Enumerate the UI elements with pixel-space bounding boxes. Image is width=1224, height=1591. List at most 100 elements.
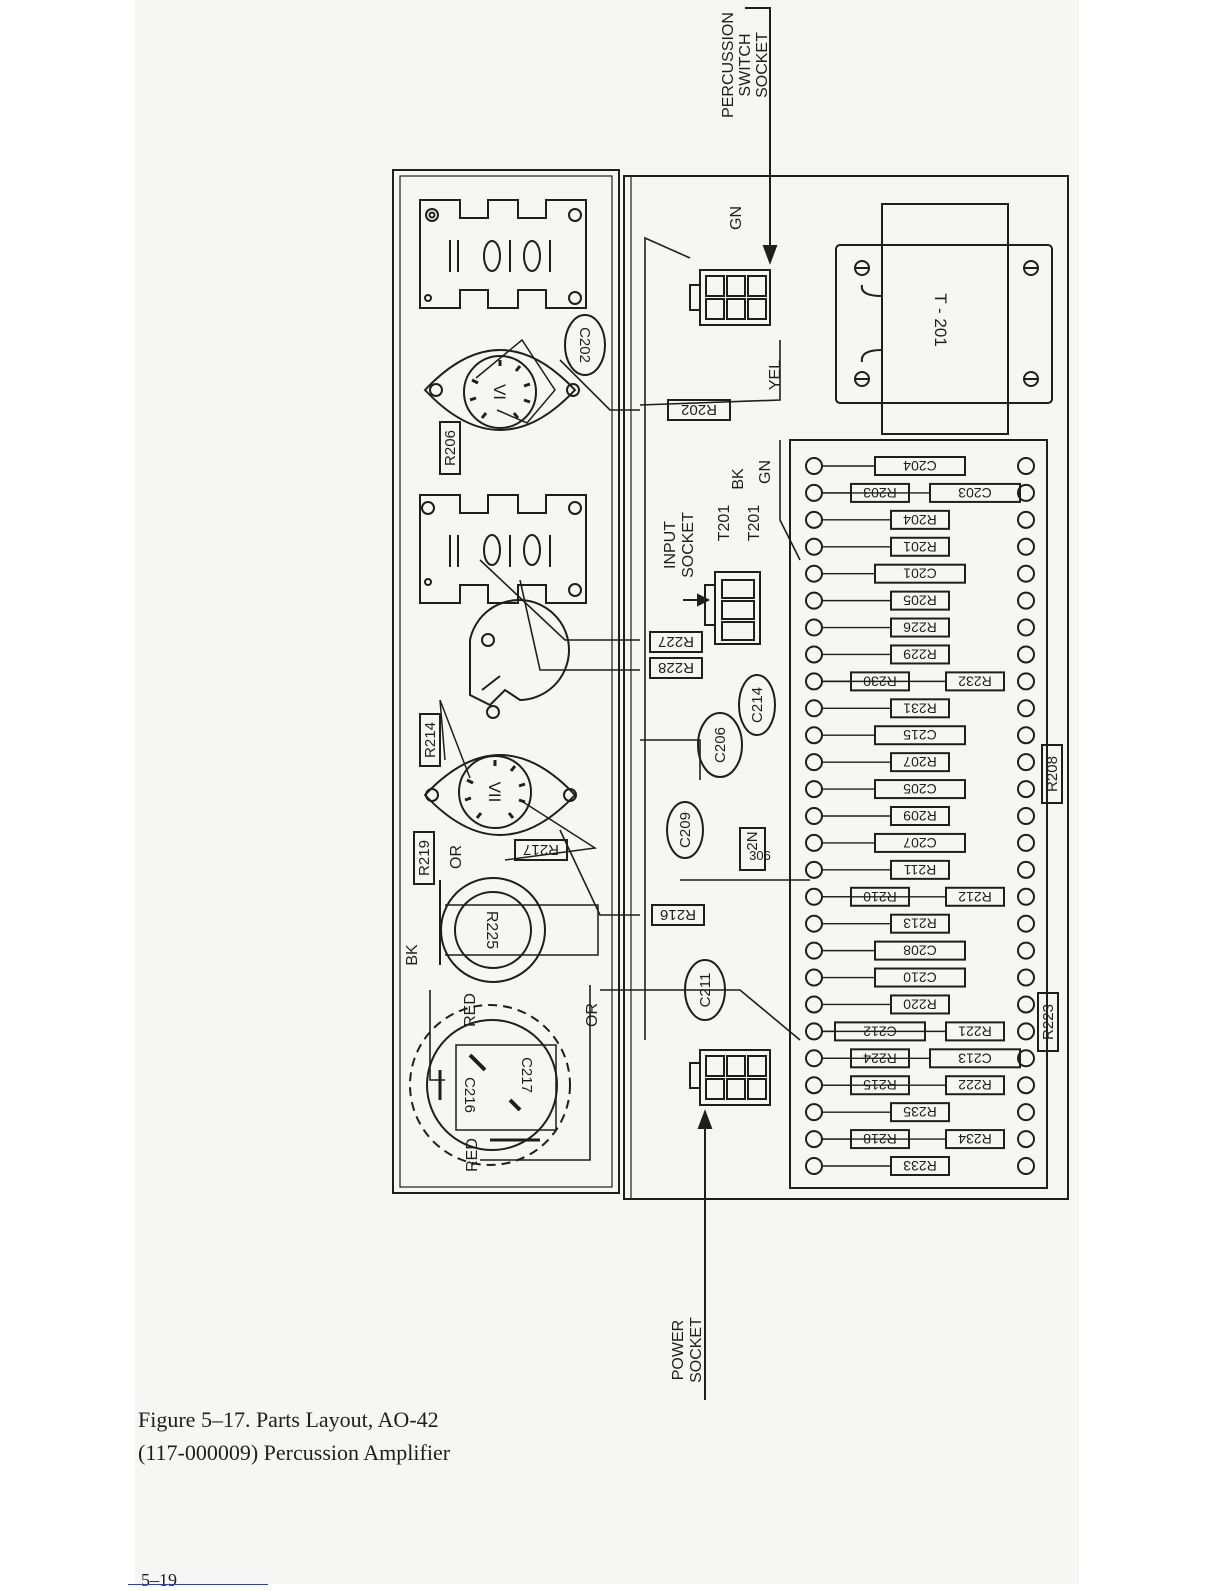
gn2-wire-label: GN	[757, 460, 774, 484]
r208-label: R208	[1044, 756, 1061, 792]
c202-label: C202	[576, 327, 593, 363]
component-label: R209	[903, 808, 937, 824]
percussion-switch-pointer	[745, 7, 771, 258]
wiring	[429, 236, 810, 1161]
c206-label: C206	[712, 727, 729, 763]
component-label: C205	[903, 781, 937, 797]
r214-label: R214	[422, 722, 439, 758]
solder-pad	[805, 860, 823, 879]
c202-box	[564, 314, 606, 376]
solder-pad	[805, 1022, 823, 1041]
solder-pad	[1017, 860, 1035, 879]
percussion-label-line3: SOCKET	[754, 32, 771, 98]
solder-pad	[1017, 618, 1035, 637]
component-label: C215	[903, 727, 937, 743]
component-label: R233	[903, 1158, 937, 1174]
solder-pad	[1017, 645, 1035, 664]
component-label: R211	[904, 862, 937, 878]
caption-line-2: (117-000009) Percussion Amplifier	[138, 1440, 451, 1465]
solder-pad	[1017, 1103, 1035, 1122]
solder-pad	[805, 1049, 823, 1068]
solder-pad	[1017, 887, 1035, 906]
t201-label: T - 201	[931, 293, 950, 347]
input-socket-connector	[704, 571, 761, 645]
r225-label: R225	[483, 911, 500, 949]
solder-pad	[805, 968, 823, 987]
r202-label: R202	[681, 401, 717, 418]
tube-socket-v2	[423, 699, 598, 861]
percussion-switch-connector	[689, 269, 771, 326]
component-label: R205	[903, 593, 937, 609]
solder-pad	[805, 1103, 823, 1122]
solder-pad	[805, 753, 823, 772]
t201-gn-label: T201	[746, 505, 763, 542]
c211-box	[684, 959, 726, 1021]
solder-pad	[805, 1130, 823, 1149]
solder-pad	[1017, 1130, 1035, 1149]
r223-box	[1037, 992, 1059, 1052]
v2-label: VII	[485, 782, 504, 803]
solder-pad	[805, 672, 823, 691]
component-label: R235	[903, 1104, 937, 1120]
solder-pad	[1017, 1157, 1035, 1175]
round-socket	[469, 599, 570, 719]
solder-pad	[805, 1076, 823, 1095]
r208-box	[1041, 744, 1063, 804]
solder-pad	[805, 699, 823, 718]
solder-pad	[805, 995, 823, 1014]
yel-wire-label: YEL	[767, 360, 784, 390]
input-label-line2: SOCKET	[680, 512, 697, 578]
solder-pad	[1017, 699, 1035, 718]
r227-box	[649, 631, 703, 653]
solder-pad	[805, 1157, 823, 1175]
solder-pad	[1017, 1076, 1035, 1095]
r214-box	[419, 713, 441, 767]
tube-socket-shield-middle	[419, 494, 587, 604]
component-label: R207	[903, 754, 937, 770]
solder-pad	[1017, 914, 1035, 933]
solder-pad	[805, 591, 823, 610]
solder-pad	[805, 564, 823, 583]
c206-box	[697, 712, 743, 778]
transistor-label-line1: 2N	[744, 831, 761, 850]
percussion-label-line2: SWITCH	[737, 33, 754, 96]
r202-box	[667, 399, 731, 421]
r217-label: R217	[523, 841, 559, 858]
component-label: R204	[903, 512, 937, 528]
r206-box	[439, 421, 461, 475]
component-board	[789, 439, 1048, 1189]
tube-socket-shield-top	[419, 199, 587, 309]
component-label: R201	[903, 539, 937, 555]
capacitor-can-c216-c217	[409, 1004, 571, 1166]
solder-pad	[1017, 807, 1035, 825]
component-label: C201	[903, 566, 937, 582]
scan-paper	[135, 0, 1079, 1584]
solder-pad	[805, 941, 823, 960]
percussion-switch-arrowhead	[762, 245, 778, 265]
left-chassis-inner	[399, 175, 613, 1188]
transistor-box	[739, 827, 766, 871]
component-label: R229	[903, 646, 937, 662]
power-socket-connector	[689, 1049, 771, 1106]
solder-pad	[1017, 968, 1035, 987]
caption-line-1: Figure 5–17. Parts Layout, AO-42	[138, 1407, 439, 1432]
r228-label: R228	[658, 659, 694, 676]
r225-potentiometer	[439, 877, 599, 983]
page-number: 5–19	[141, 1570, 177, 1590]
or-wire-label: OR	[448, 845, 465, 869]
input-label-line1: INPUT	[662, 521, 679, 569]
solder-pad	[1017, 941, 1035, 960]
component-label: R226	[903, 620, 937, 636]
r219-box	[413, 831, 435, 885]
solder-pad	[1017, 564, 1035, 583]
solder-pad	[1017, 672, 1035, 691]
component-label: R232	[958, 673, 992, 689]
solder-pad	[1017, 591, 1035, 610]
power-label-line1: POWER	[670, 1320, 687, 1380]
solder-pad	[1017, 780, 1035, 799]
c209-label: C209	[677, 812, 694, 848]
component-label: C213	[958, 1050, 992, 1066]
solder-pad	[805, 483, 823, 502]
t201-bk-label: T201	[716, 505, 733, 542]
